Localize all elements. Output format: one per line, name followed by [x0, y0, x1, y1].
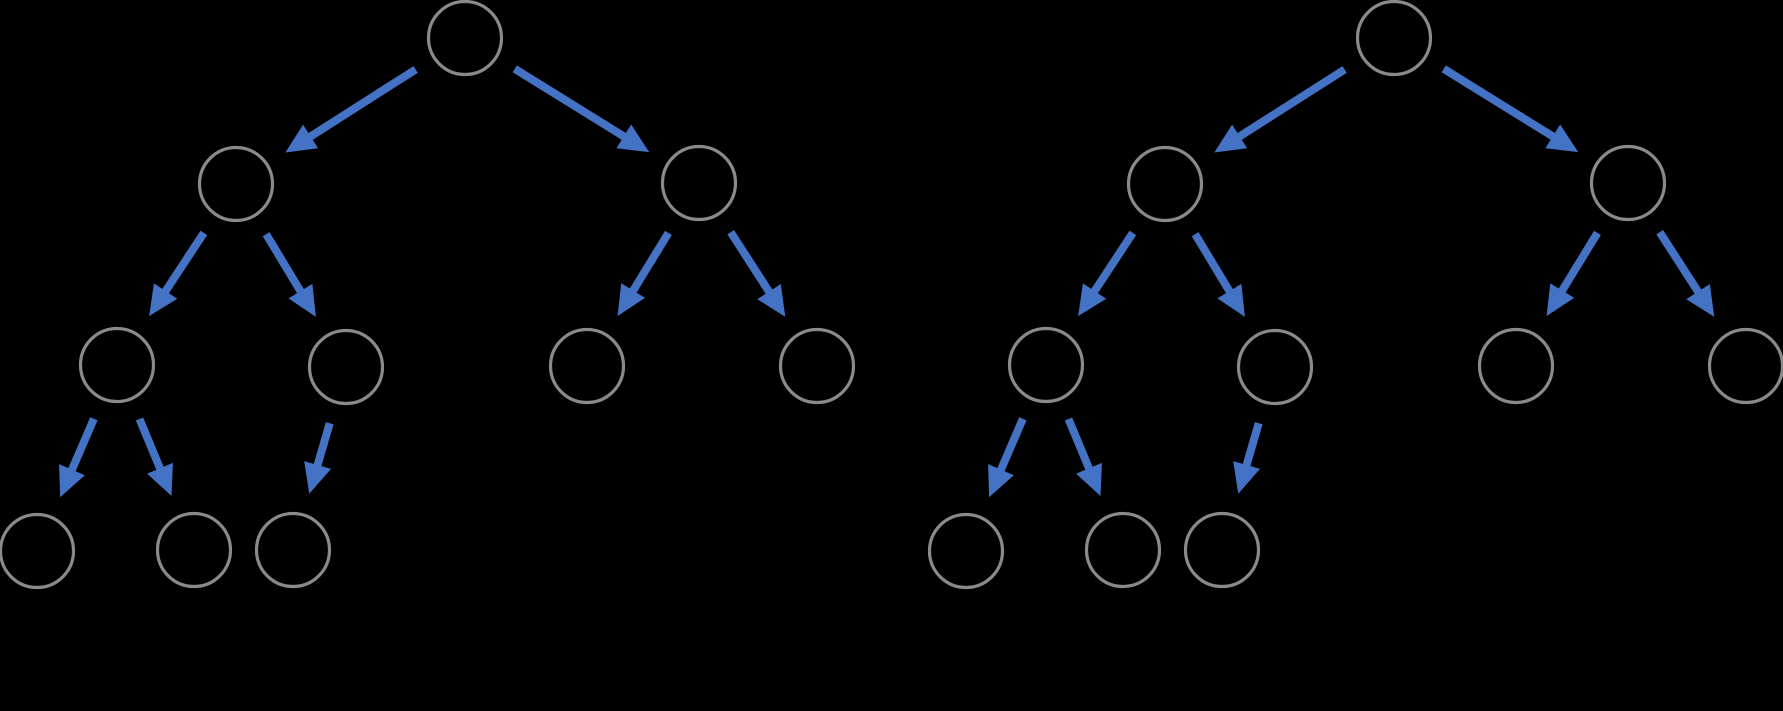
edge-left-left-to-left-left-left	[988, 417, 1027, 498]
arrow-shaft	[996, 417, 1027, 474]
edge-left-right-to-left-right-left	[304, 422, 334, 494]
arrow-shaft	[1441, 65, 1557, 141]
tree-node-left-right	[307, 328, 385, 406]
arrow-head-icon	[149, 283, 178, 317]
arrow-shaft	[1064, 417, 1094, 472]
arrow-head-icon	[1217, 283, 1245, 317]
tree-node-left-left-left	[0, 512, 76, 590]
arrow-shaft	[628, 230, 672, 295]
arrow-shaft	[1090, 230, 1137, 295]
arrow-head-icon	[988, 464, 1014, 498]
edge-right-to-right-right	[1656, 229, 1715, 317]
edge-left-to-left-right	[1191, 232, 1245, 317]
arrow-head-icon	[616, 124, 650, 153]
edge-root-to-right	[512, 65, 650, 153]
arrow-head-icon	[1546, 283, 1575, 317]
tree-node-right	[660, 144, 738, 222]
tree-node-left-right-left	[254, 511, 332, 589]
left-tree	[0, 0, 856, 590]
arrow-head-icon	[617, 283, 646, 317]
tree-node-left-left-right	[1084, 511, 1162, 589]
edge-left-to-left-right	[262, 232, 316, 317]
edge-left-to-left-left	[1078, 230, 1137, 317]
arrow-head-icon	[1233, 461, 1261, 494]
arrow-shaft	[161, 230, 208, 295]
tree-node-right	[1589, 144, 1667, 222]
tree-node-left	[197, 145, 275, 223]
edge-root-to-right	[1441, 65, 1579, 153]
arrow-shaft	[1242, 422, 1263, 469]
tree-node-left-right	[1236, 328, 1314, 406]
arrow-shaft	[306, 66, 418, 141]
tree-node-left-right-left	[1183, 511, 1261, 589]
arrow-shaft	[262, 232, 305, 295]
edge-left-left-to-left-left-right	[135, 417, 173, 496]
arrow-head-icon	[1545, 124, 1579, 153]
arrow-shaft	[1191, 232, 1234, 295]
arrow-head-icon	[285, 124, 319, 153]
tree-node-root	[426, 0, 504, 77]
arrow-shaft	[727, 229, 774, 296]
arrow-shaft	[512, 65, 628, 141]
arrow-shaft	[135, 417, 165, 472]
arrow-shaft	[67, 417, 98, 474]
arrow-head-icon	[1686, 284, 1715, 317]
arrow-shaft	[313, 422, 334, 469]
arrow-head-icon	[1214, 124, 1248, 153]
arrow-head-icon	[288, 283, 316, 317]
right-tree	[927, 0, 1783, 590]
tree-node-right-left	[548, 327, 626, 405]
edge-right-to-right-left	[617, 230, 672, 317]
edge-right-to-right-right	[727, 229, 786, 317]
tree-node-right-right	[778, 327, 856, 405]
arrow-head-icon	[1076, 462, 1102, 496]
arrow-shaft	[1656, 229, 1703, 296]
tree-node-left-left-right	[155, 511, 233, 589]
arrow-shaft	[1235, 66, 1347, 141]
edge-root-to-left	[285, 66, 418, 153]
edge-left-right-to-left-right-left	[1233, 422, 1263, 494]
arrow-head-icon	[1078, 283, 1107, 317]
tree-node-left-left	[1007, 326, 1085, 404]
arrow-shaft	[1557, 230, 1601, 295]
tree-node-right-right	[1707, 327, 1783, 405]
arrow-head-icon	[757, 284, 786, 317]
arrow-head-icon	[147, 462, 173, 496]
arrow-head-icon	[304, 461, 332, 494]
tree-node-left	[1126, 145, 1204, 223]
edge-left-left-to-left-left-left	[59, 417, 98, 498]
tree-node-left-left-left	[927, 512, 1005, 590]
tree-node-left-left	[78, 326, 156, 404]
edge-root-to-left	[1214, 66, 1347, 153]
tree-node-root	[1355, 0, 1433, 77]
tree-node-right-left	[1477, 327, 1555, 405]
arrow-head-icon	[59, 464, 85, 498]
edge-left-to-left-left	[149, 230, 208, 317]
edge-left-left-to-left-left-right	[1064, 417, 1102, 496]
edge-right-to-right-left	[1546, 230, 1601, 317]
